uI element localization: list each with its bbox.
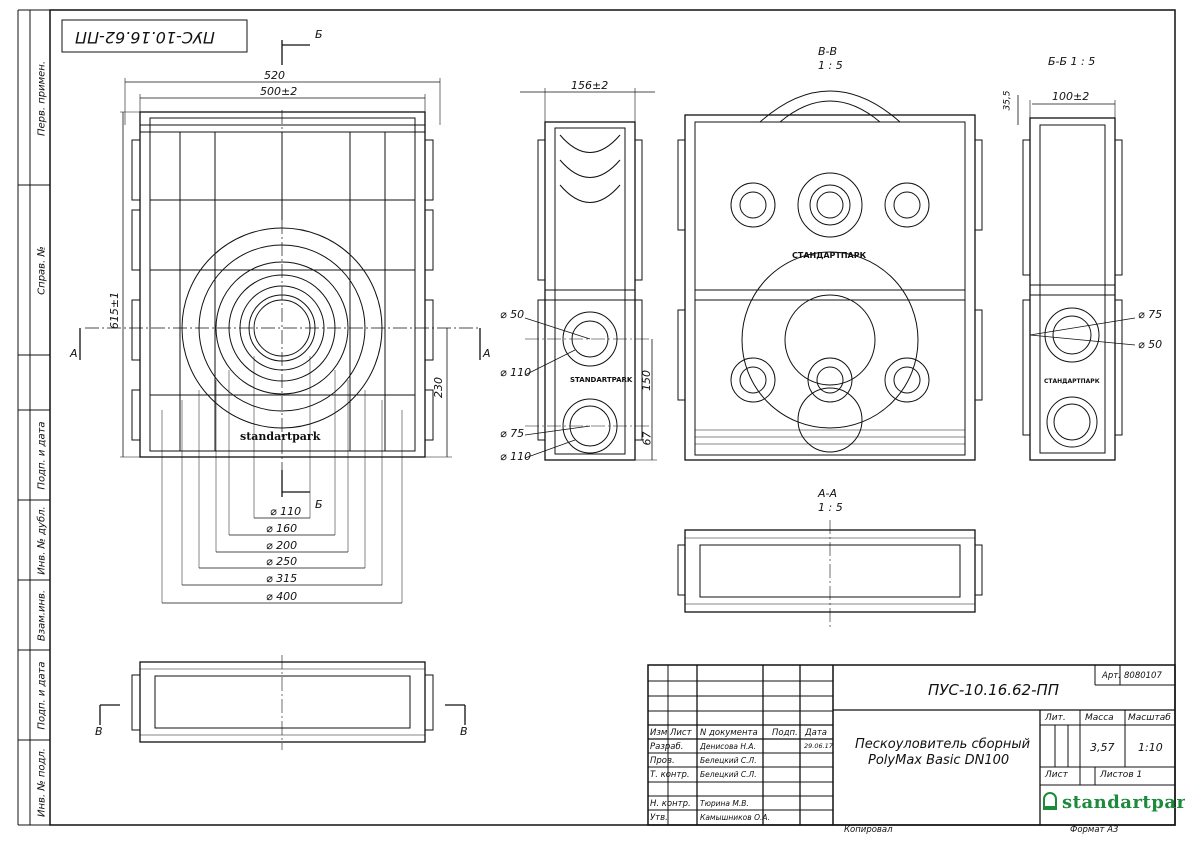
title-block-row-name: Белецкий С.Л. [700, 770, 757, 779]
side-dim-150: 150 [640, 370, 653, 391]
front-view-logo: standartpark [240, 430, 321, 443]
title-block-row-name: Денисова Н.А. [700, 742, 756, 751]
sidebar-label-perv-primen: Перв. примен. [36, 60, 48, 137]
section-vv-scale: 1 : 5 [818, 59, 843, 72]
title-block-scale-label: Масштаб [1128, 713, 1171, 723]
rotated-drawing-code: ПУС-10.16.62-ПП [75, 28, 215, 47]
section-mark-a-right: А [483, 347, 491, 360]
title-block-sheet-label: Лист [1045, 770, 1068, 780]
section-bb-d50: ⌀ 50 [1138, 338, 1163, 351]
side-dim-d75: ⌀ 75 [500, 427, 525, 440]
front-dim-height: 615±1 [108, 291, 122, 330]
section-mark-a-left: А [70, 347, 78, 360]
title-block-header-list: Лист [670, 728, 692, 738]
front-dim-width-inner: 500±2 [260, 85, 298, 98]
title-block-header-data: Дата [805, 728, 828, 738]
front-diameter-110: ⌀ 110 [270, 505, 302, 518]
side-dim-67: 67 [640, 431, 654, 446]
title-block-row-role: Н. контр. [650, 799, 691, 809]
title-block-header-izm: Изм [650, 728, 668, 738]
section-vv-lines [677, 90, 983, 461]
front-diameter-160: ⌀ 160 [266, 522, 298, 535]
title-block-code: ПУС-10.16.62-ПП [928, 681, 1060, 699]
section-bb-d75: ⌀ 75 [1138, 308, 1163, 321]
footer-copied: Копировал [844, 825, 893, 835]
section-aa-scale: 1 : 5 [818, 501, 843, 514]
side-dim-d110-a: ⌀ 110 [500, 366, 532, 379]
bottom-view-mark-left: В [95, 725, 103, 738]
section-bb-brand: СТАНДАРТПАРК [1044, 378, 1100, 385]
front-dim-width-overall: 520 [264, 69, 285, 82]
title-block-logo-icon [1043, 792, 1057, 810]
section-vv-brand: СТАНДАРТПАРК [792, 251, 867, 260]
section-aa-lines [677, 520, 983, 630]
title-block-row-role: Т. контр. [650, 770, 690, 780]
section-bb-dim-35: 35,5 [1002, 90, 1013, 111]
sidebar-label-inv-podl: Инв. № подл. [36, 748, 48, 817]
title-block-header-podp: Подп. [772, 728, 798, 738]
title-block-lines [647, 664, 1176, 826]
bottom-view-lines [99, 655, 466, 750]
title-block-art-label: Арт. [1102, 671, 1121, 681]
front-diameter-400: ⌀ 400 [266, 590, 298, 603]
section-bb-title: Б-Б 1 : 5 [1048, 55, 1096, 68]
footer-format: Формат А3 [1070, 825, 1119, 835]
sidebar-label-sprav-no: Справ. № [36, 246, 48, 295]
side-dim-width: 156±2 [571, 79, 609, 92]
section-mark-b-top: Б [315, 28, 323, 41]
title-block-row-name: Камышников О.А. [700, 813, 770, 822]
front-diameter-250: ⌀ 250 [266, 555, 298, 568]
title-block-lit-label: Лит. [1045, 713, 1066, 723]
side-dim-d110-b: ⌀ 110 [500, 450, 532, 463]
front-diameter-315: ⌀ 315 [266, 572, 298, 585]
front-dim-230: 230 [432, 377, 445, 398]
section-bb-lines [1017, 95, 1136, 461]
title-block-sheets-label: Листов 1 [1100, 770, 1143, 780]
title-block-art-value: 8080107 [1124, 671, 1162, 681]
title-block-row-role: Утв. [650, 813, 668, 823]
title-block-row-role: Разраб. [650, 742, 684, 752]
front-diameter-200: ⌀ 200 [266, 539, 298, 552]
side-view-lines [520, 88, 657, 461]
front-view-lines [79, 40, 481, 604]
title-block-row-role: Пров. [650, 756, 675, 766]
side-view-brand: STANDARTPARK [570, 376, 633, 384]
title-block-row-date: 29.06.17 [804, 742, 833, 750]
side-dim-d50: ⌀ 50 [500, 308, 525, 321]
title-block-header-ndoc: N документа [700, 728, 758, 738]
section-vv-title: В-В [818, 45, 838, 58]
section-bb-dim-100: 100±2 [1052, 90, 1090, 103]
title-block-row-name: Белецкий С.Л. [700, 756, 757, 765]
title-block-mass-value: 3,57 [1090, 741, 1115, 754]
title-block-mass-label: Масса [1085, 713, 1114, 723]
title-block-row-name: Тюрина М.В. [700, 799, 749, 808]
title-block-logo: standartpark [1062, 792, 1185, 813]
section-aa-title: А-А [818, 487, 838, 500]
section-mark-b-bottom: Б [315, 498, 323, 511]
title-block-name-line1: Пескоуловитель сборный [855, 737, 1031, 752]
title-block-scale-value: 1:10 [1138, 741, 1163, 754]
title-block-name-line2: PolyMax Basic DN100 [868, 753, 1010, 768]
bottom-view-mark-right: В [460, 725, 468, 738]
